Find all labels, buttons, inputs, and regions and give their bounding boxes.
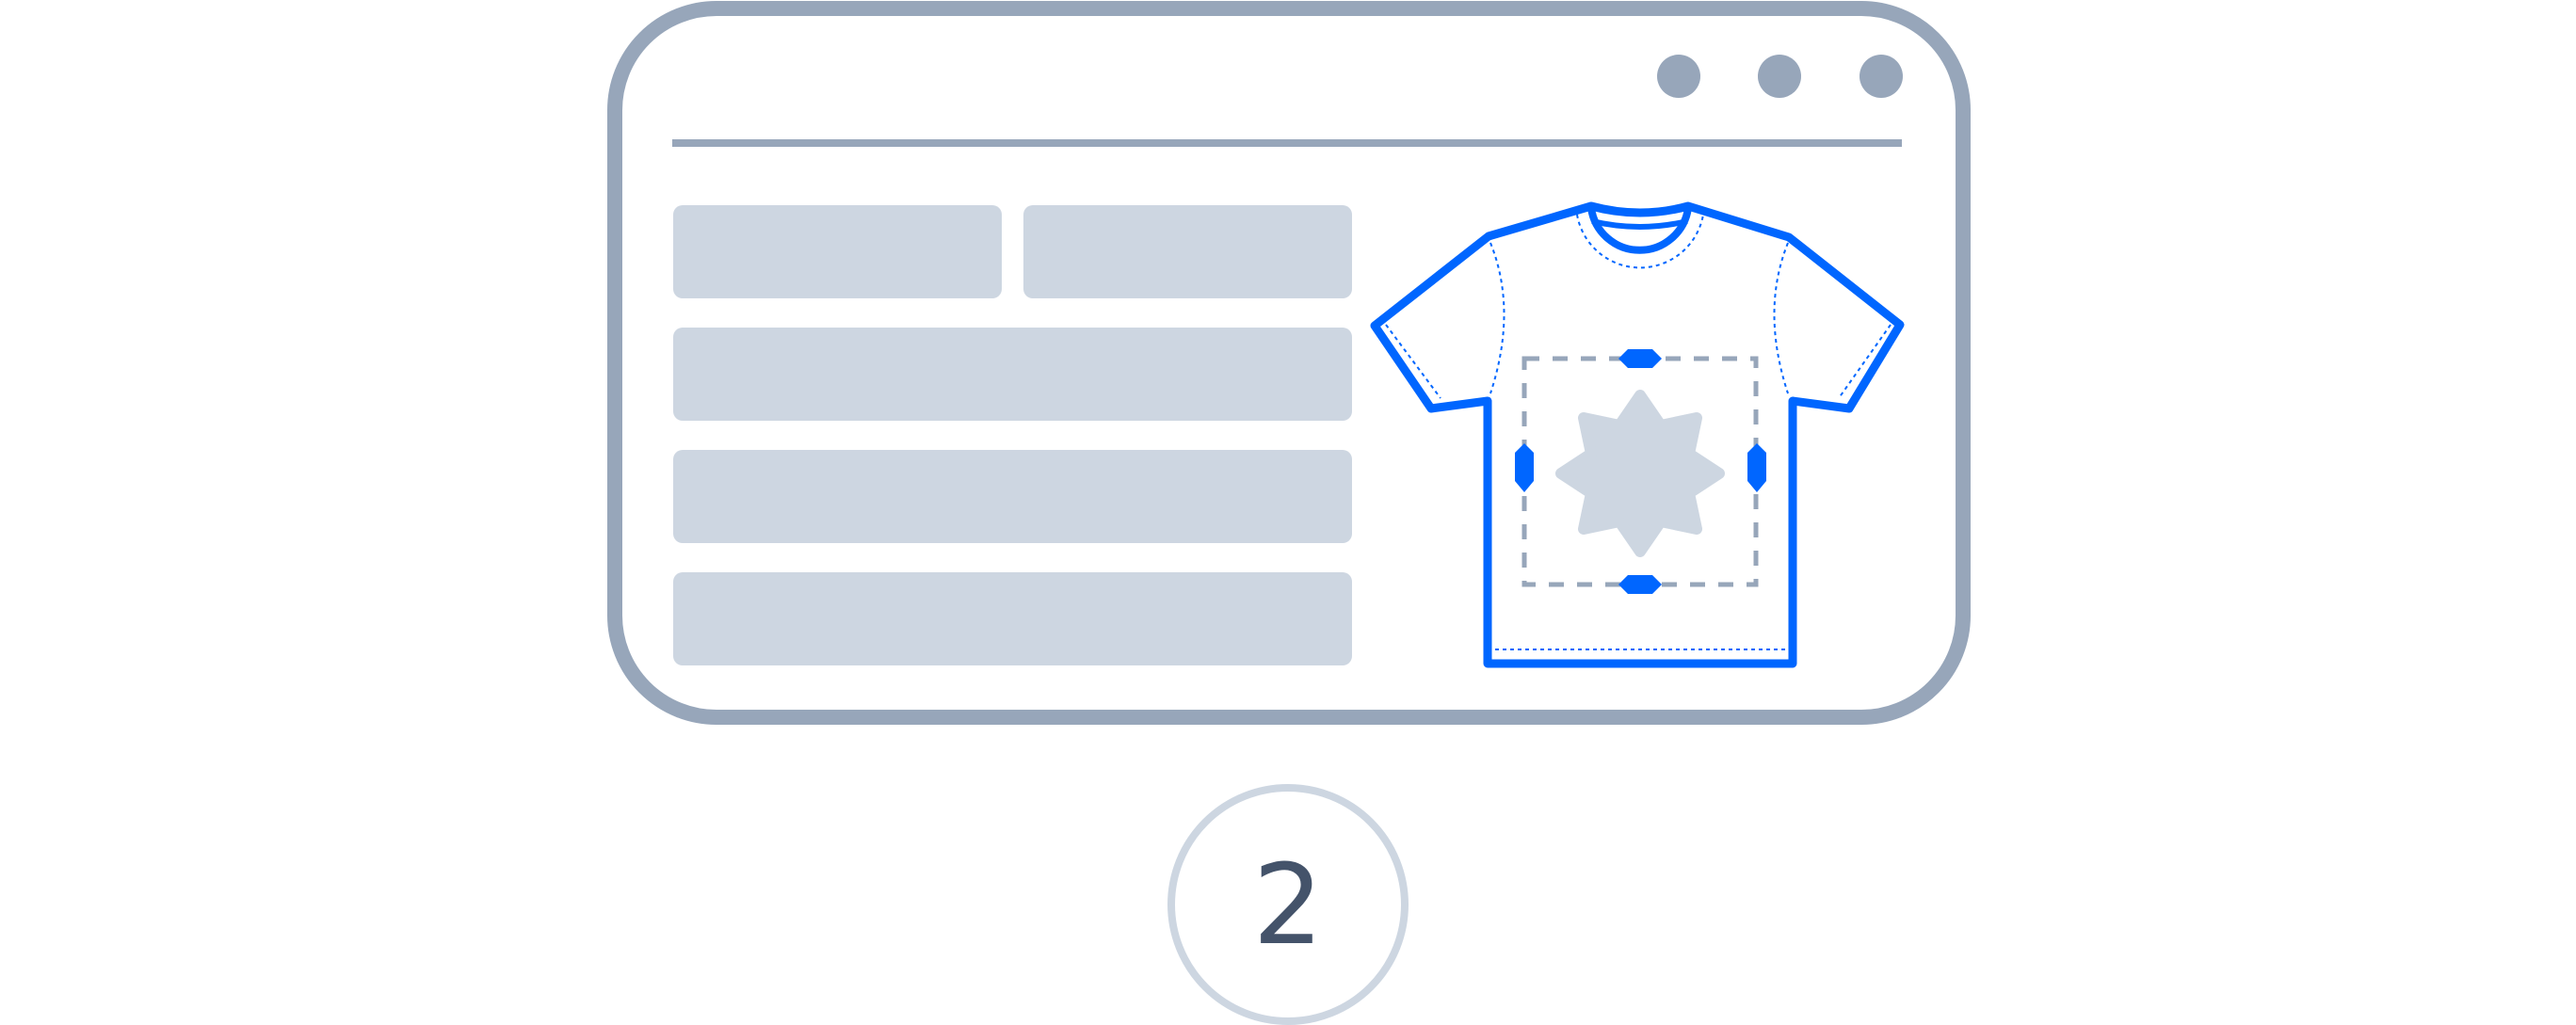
form-field-placeholder — [673, 205, 1002, 298]
step-number: 2 — [1252, 840, 1323, 969]
tshirt-collar — [1587, 207, 1692, 254]
form-placeholders — [673, 205, 1352, 665]
resize-handle-bottom[interactable] — [1618, 575, 1662, 594]
tshirt-stitching — [1385, 214, 1892, 650]
resize-handle-left[interactable] — [1515, 443, 1534, 492]
step-badge — [1167, 784, 1409, 1025]
tshirt-icon — [1370, 201, 1905, 668]
header-divider — [672, 139, 1902, 147]
form-field-placeholder — [673, 328, 1352, 421]
resize-handle-right[interactable] — [1747, 443, 1766, 492]
resize-handle-top[interactable] — [1618, 349, 1662, 368]
window-dot-icon — [1657, 55, 1700, 98]
form-field-placeholder — [673, 572, 1352, 665]
window-dot-icon — [1758, 55, 1801, 98]
form-field-placeholder — [673, 450, 1352, 543]
form-field-placeholder — [1023, 205, 1352, 298]
tshirt-collar-band — [1591, 218, 1688, 230]
window-dot-icon — [1860, 55, 1903, 98]
star-icon — [1555, 390, 1725, 557]
